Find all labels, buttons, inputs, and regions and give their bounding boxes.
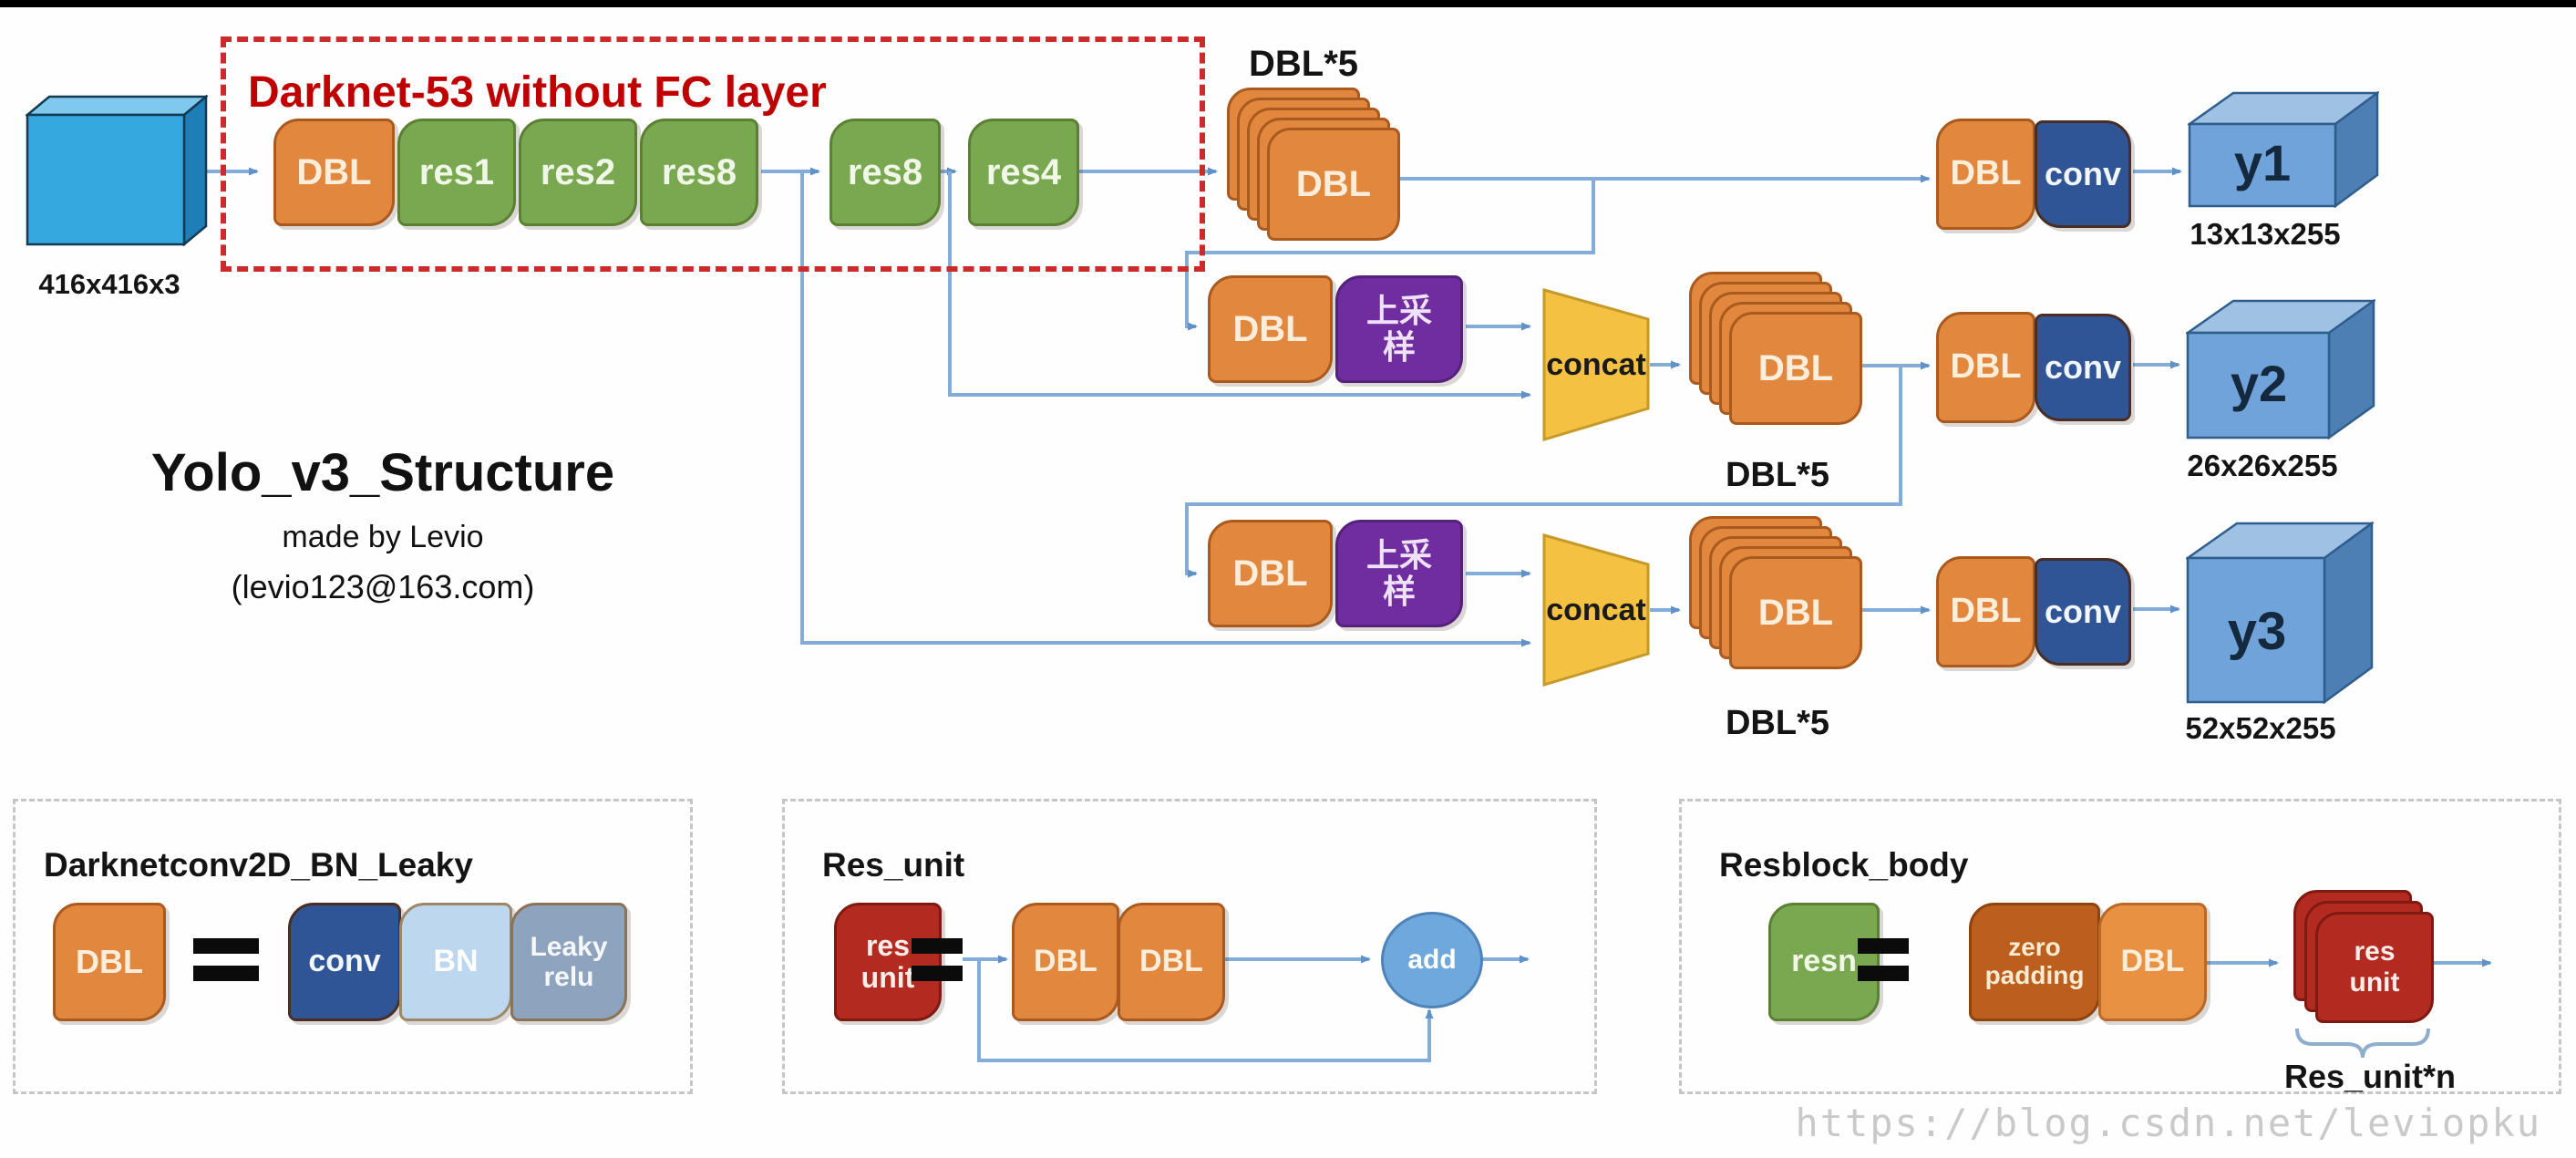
output-cube-y3: y3 <box>2184 521 2375 708</box>
legend-dbl-title: Darknetconv2D_BN_Leaky <box>44 846 473 884</box>
backbone-block-dbl: DBL <box>273 119 395 226</box>
dbl-block-row3: DBL <box>1208 520 1333 627</box>
stack-front-label: DBL <box>1757 592 1834 633</box>
wire-legend2-skip <box>977 959 1434 1062</box>
y2-dims-label: 26x26x255 <box>2187 449 2338 482</box>
legend-res-dbl-a: DBL <box>1012 903 1119 1021</box>
wire-skip-res8a-to-concat3 <box>800 171 1531 647</box>
y1-label: y1 <box>2234 134 2291 191</box>
concat-row2: concat <box>1542 288 1650 442</box>
watermark-url: https://blog.csdn.net/leviopku <box>1795 1101 2541 1145</box>
dbl5-label-row3: DBL*5 <box>1725 704 1830 742</box>
concat-label: concat <box>1546 346 1646 382</box>
dbl5-stack-row2: DBL <box>1689 272 1862 425</box>
concat-label: concat <box>1546 592 1646 627</box>
legend-res-unit-stack: res unit <box>2293 890 2436 1023</box>
legend-res-unit-count-label: Res_unit*n <box>2283 1058 2457 1095</box>
upsample-block-row2: 上采 样 <box>1335 275 1463 383</box>
head-dbl-row3: DBL <box>1936 556 2035 667</box>
darknet53-box-title: Darknet-53 without FC layer <box>248 68 827 117</box>
legend-res-unit-title: Res_unit <box>822 846 965 884</box>
y2-label: y2 <box>2231 355 2287 412</box>
backbone-block-res4: res4 <box>968 119 1079 226</box>
input-tensor-cube <box>24 94 210 251</box>
wire-skip-res8b-to-concat2 <box>948 171 1531 399</box>
legend-zero-padding-block: zero padding <box>1969 903 2100 1021</box>
wire-branch-row2-to-row3 <box>1185 366 1902 578</box>
diagram-title-block: Yolo_v3_Structure made by Levio (levio12… <box>91 442 675 606</box>
head-conv-row1: conv <box>2035 120 2131 228</box>
concat-row3: concat <box>1542 533 1650 688</box>
brace-under-res-unit-stack <box>2295 1028 2430 1059</box>
input-dims-label: 416x416x3 <box>38 268 180 300</box>
upsample-block-row3: 上采 样 <box>1335 520 1463 627</box>
head-conv-row2: conv <box>2035 314 2131 421</box>
head-dbl-row2: DBL <box>1936 312 2035 423</box>
legend-res-unit-block: res unit <box>834 903 942 1021</box>
stack-front-label: DBL <box>1757 347 1834 388</box>
diagram-contact: (levio123@163.com) <box>231 568 535 605</box>
dbl5-label-row2: DBL*5 <box>1725 456 1830 494</box>
y3-dims-label: 52x52x255 <box>2185 711 2336 745</box>
backbone-block-res2: res2 <box>519 119 637 226</box>
equals-sign <box>1858 923 1909 996</box>
legend-bn-block: BN <box>399 903 512 1021</box>
dbl5-stack-row1: DBL <box>1227 88 1400 241</box>
legend-res-dbl-b: DBL <box>1118 903 1225 1021</box>
output-cube-y2: y2 <box>2184 298 2377 444</box>
backbone-block-res1: res1 <box>397 119 516 226</box>
legend-leaky-relu-block: Leaky relu <box>510 903 627 1021</box>
head-conv-row3: conv <box>2035 558 2131 666</box>
diagram-author: made by Levio <box>282 520 484 554</box>
output-cube-y1: y1 <box>2186 90 2381 212</box>
backbone-block-res8b: res8 <box>829 119 941 226</box>
y3-label: y3 <box>2228 602 2287 661</box>
legend-resblock-title: Resblock_body <box>1719 846 1969 884</box>
equals-sign <box>912 923 963 996</box>
dbl5-stack-row3: DBL <box>1689 516 1862 669</box>
dbl5-label-row1: DBL*5 <box>1248 44 1359 84</box>
legend-conv-block: conv <box>288 903 401 1021</box>
legend-add-circle: add <box>1381 912 1483 1008</box>
screenshot-edge-strip <box>0 0 2576 7</box>
equals-sign <box>193 923 259 996</box>
legend-resn-block: resn <box>1768 903 1880 1021</box>
legend-dbl-block: DBL <box>53 903 166 1021</box>
backbone-block-res8a: res8 <box>640 119 758 226</box>
stack-front-label: DBL <box>1295 163 1372 204</box>
y1-dims-label: 13x13x255 <box>2190 217 2341 251</box>
dbl-block-row2: DBL <box>1208 275 1333 383</box>
legend-resblock-dbl: DBL <box>2098 903 2207 1021</box>
wire-branch-row1-to-row2 <box>1185 179 1595 331</box>
diagram-title: Yolo_v3_Structure <box>150 443 615 502</box>
head-dbl-row1: DBL <box>1936 119 2035 230</box>
